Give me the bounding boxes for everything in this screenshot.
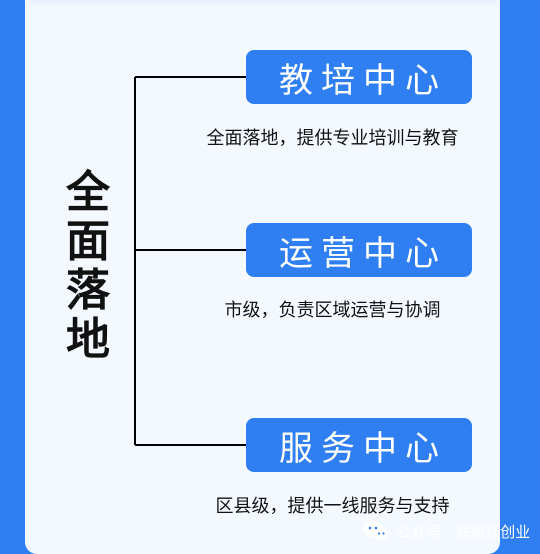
node-service-desc: 区县级，提供一线服务与支持 (215, 496, 450, 517)
footer-watermark: 公众号 · 庭姐谈创业 (362, 516, 530, 546)
footer-source-text: 公众号 · 庭姐谈创业 (396, 522, 531, 541)
node-education-center: 教培中心 (246, 50, 472, 104)
root-node-label: 全 面 落 地 (66, 167, 110, 365)
wechat-icon (363, 521, 389, 541)
node-operations-center: 运营中心 (246, 223, 472, 277)
node-service-center: 服务中心 (246, 418, 472, 472)
node-education-desc: 全面落地，提供专业培训与教育 (206, 128, 459, 149)
node-operations-desc: 市级，负责区域运营与协调 (224, 300, 441, 321)
